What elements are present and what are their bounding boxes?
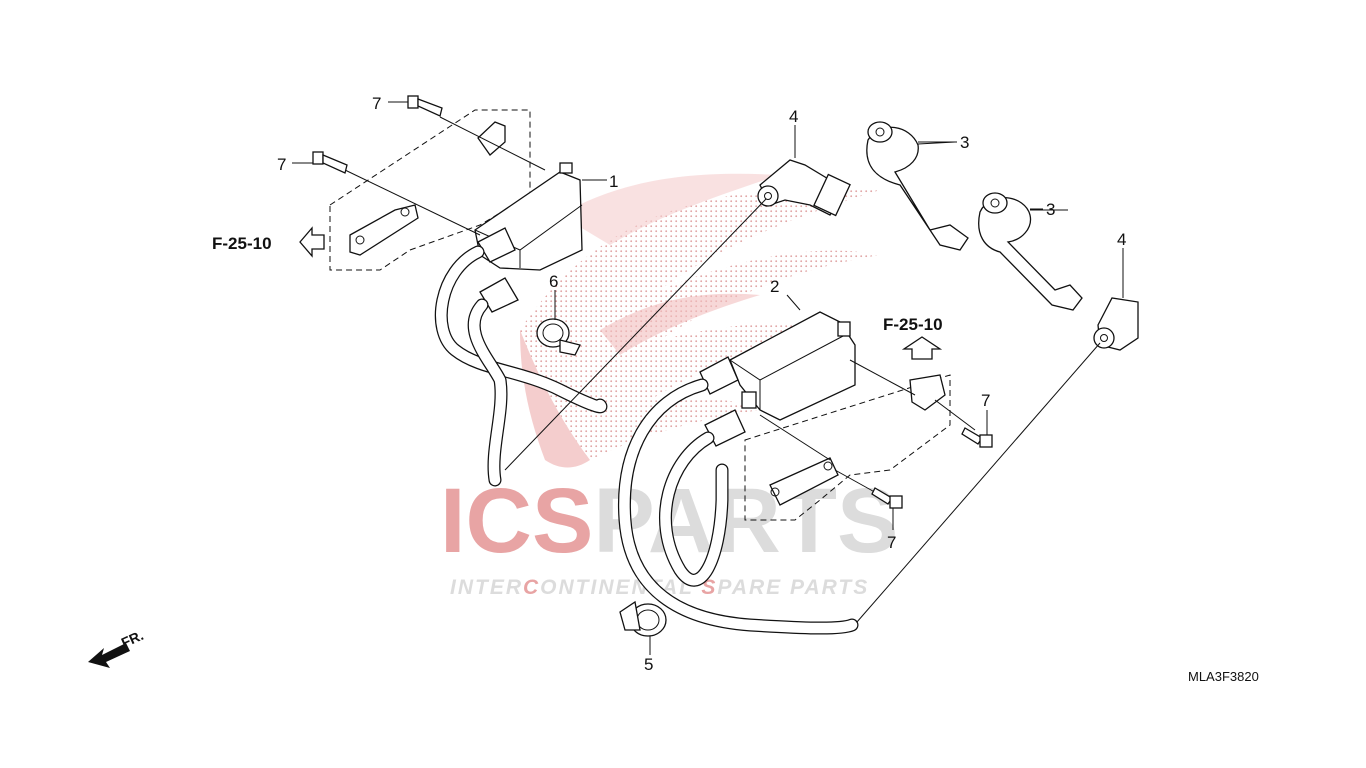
callout-2: 2 [770, 277, 779, 296]
callout-leaders [292, 101, 1124, 655]
left-ignition-coil-assembly [312, 95, 608, 487]
bolt-7-right-upper [961, 427, 993, 448]
left-bracket-plate [349, 204, 419, 256]
plug-cap-3-lower [978, 192, 1083, 311]
callout-6: 6 [549, 272, 558, 291]
watermark-ics: ICS [440, 470, 593, 572]
callout-7-top: 7 [372, 94, 381, 113]
arrow-up-icon [901, 336, 943, 360]
front-direction-marker: FR. [88, 627, 146, 668]
bolt-7-right-lower [871, 487, 903, 509]
hose-clamp-6 [536, 318, 581, 356]
reference-left-label[interactable]: F-25-10 [212, 234, 272, 253]
callout-1: 1 [609, 172, 618, 191]
watermark-brand: ICSPARTS [440, 470, 898, 572]
callout-7-right-upper: 7 [981, 391, 990, 410]
diagram-code: MLA3F3820 [1188, 669, 1259, 684]
front-marker-label: FR. [119, 627, 146, 651]
watermark-wing-logo [520, 173, 880, 468]
front-arrow-icon [88, 643, 130, 668]
coil-1-boot-upper [477, 227, 516, 263]
plug-cap-3-upper [866, 121, 969, 251]
callout-3-upper: 3 [960, 133, 969, 152]
coil-1-terminal [559, 162, 573, 174]
reference-right-label[interactable]: F-25-10 [883, 315, 943, 334]
bolt-7-left [312, 151, 348, 174]
watermark-parts: PARTS [593, 470, 898, 572]
coil-2-terminal [837, 321, 851, 337]
callout-4-right: 4 [1117, 230, 1126, 249]
coil-2-connector [741, 391, 757, 409]
left-bracket-boundary [329, 109, 531, 271]
right-bracket-plate [769, 457, 839, 506]
right-ignition-coil-assembly [617, 311, 993, 635]
right-small-clip [909, 374, 946, 411]
bolt-7-top [407, 95, 443, 117]
callout-7-left: 7 [277, 155, 286, 174]
reference-left[interactable]: F-25-10 [212, 226, 325, 258]
callout-numbers: 7 7 1 4 3 3 4 2 6 7 7 5 [277, 94, 1126, 674]
callout-3-lower: 3 [1046, 200, 1055, 219]
plug-cap-4-upper [504, 159, 851, 471]
arrow-left-icon [299, 226, 325, 258]
callout-4-upper: 4 [789, 107, 798, 126]
hose-clamp-5 [619, 600, 667, 637]
callout-7-right-lower: 7 [887, 533, 896, 552]
reference-right[interactable]: F-25-10 [883, 315, 943, 360]
plug-cap-4-right [849, 297, 1139, 631]
right-bracket-boundary [744, 374, 951, 521]
callout-5: 5 [644, 655, 653, 674]
